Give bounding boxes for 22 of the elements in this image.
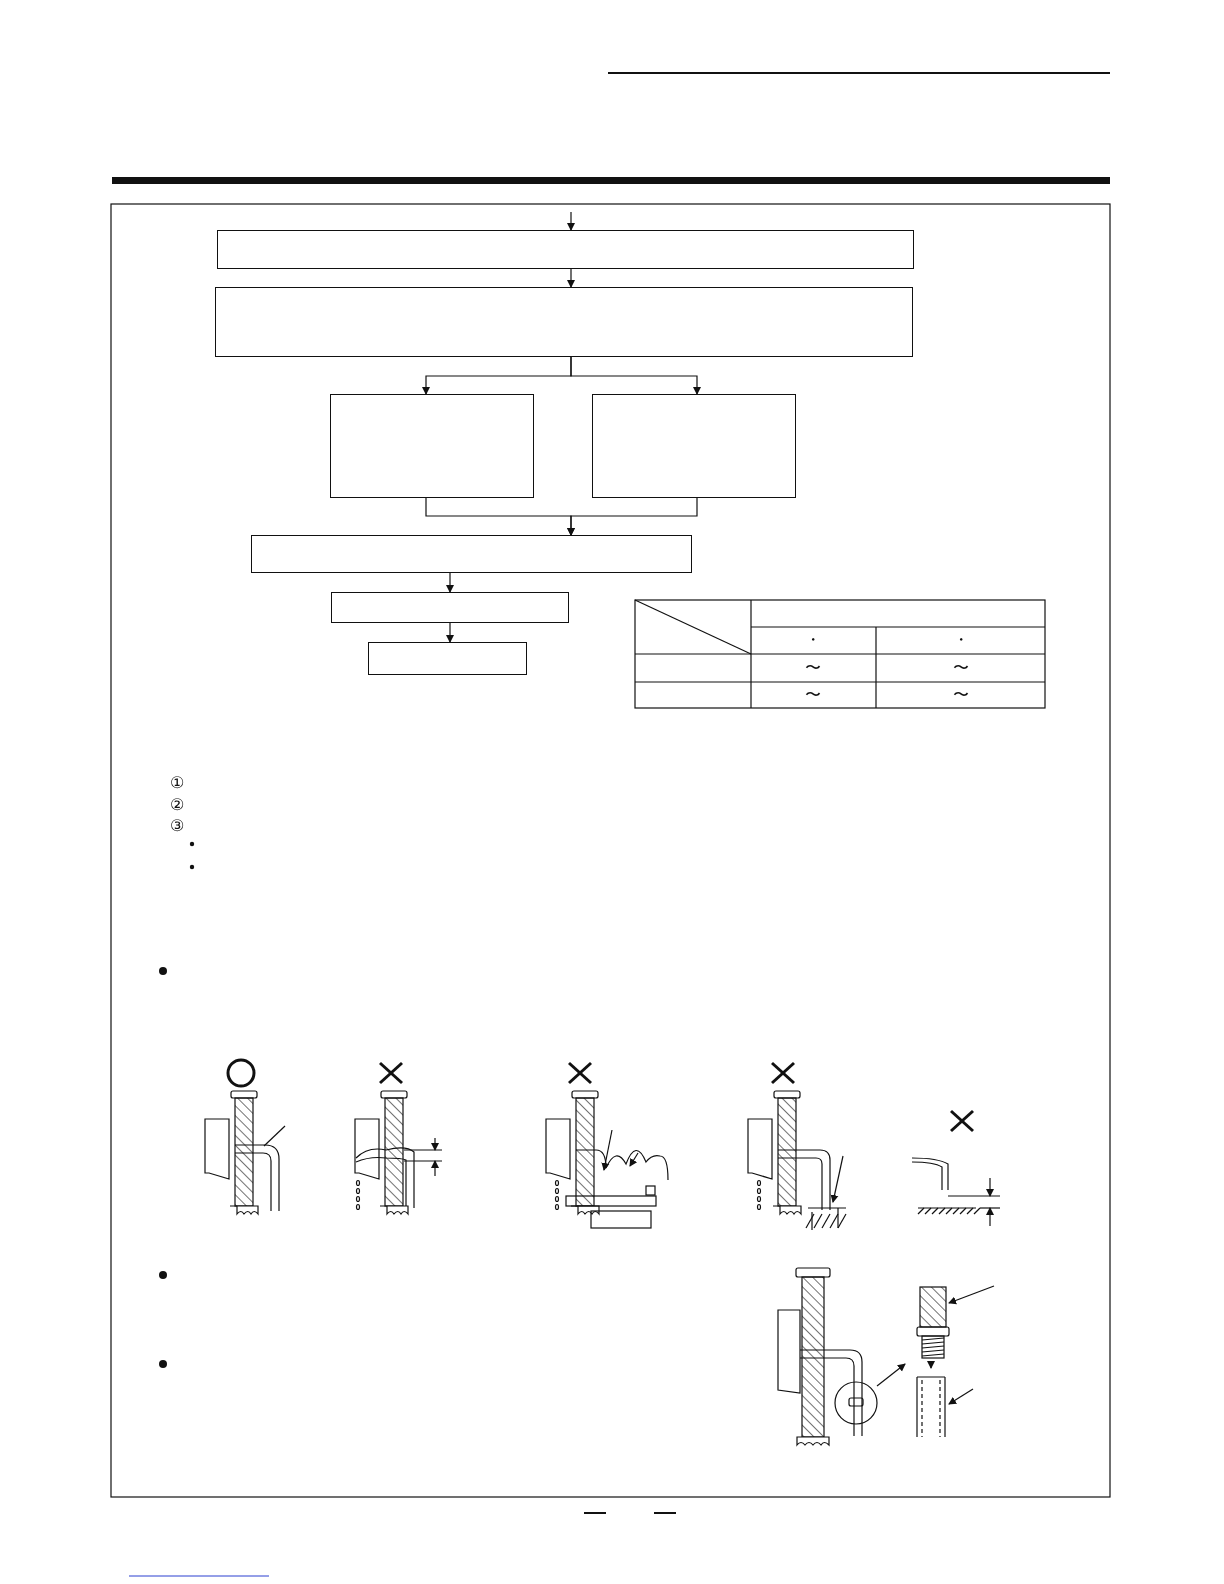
process-box	[330, 394, 534, 498]
table-cell-text: ・	[805, 631, 821, 649]
process-box	[251, 535, 692, 573]
arrow	[567, 268, 575, 288]
arrow	[446, 572, 454, 593]
table-cell-text: 〜	[805, 659, 821, 677]
table-cell-text: ・	[953, 631, 969, 649]
arrow	[567, 211, 575, 231]
step-number: ③	[170, 817, 184, 835]
process-box	[331, 592, 569, 623]
table-cell-text: 〜	[953, 686, 969, 704]
process-box	[368, 642, 527, 675]
table-cell-text: 〜	[953, 659, 969, 677]
step-number: ②	[170, 796, 184, 814]
arrow	[446, 622, 454, 643]
arrow	[570, 356, 701, 395]
process-box	[215, 287, 913, 357]
process-box	[592, 394, 796, 498]
step-number: ①	[170, 774, 184, 792]
arrow	[567, 497, 698, 536]
table-cell-text: 〜	[805, 686, 821, 704]
process-box	[217, 230, 914, 269]
